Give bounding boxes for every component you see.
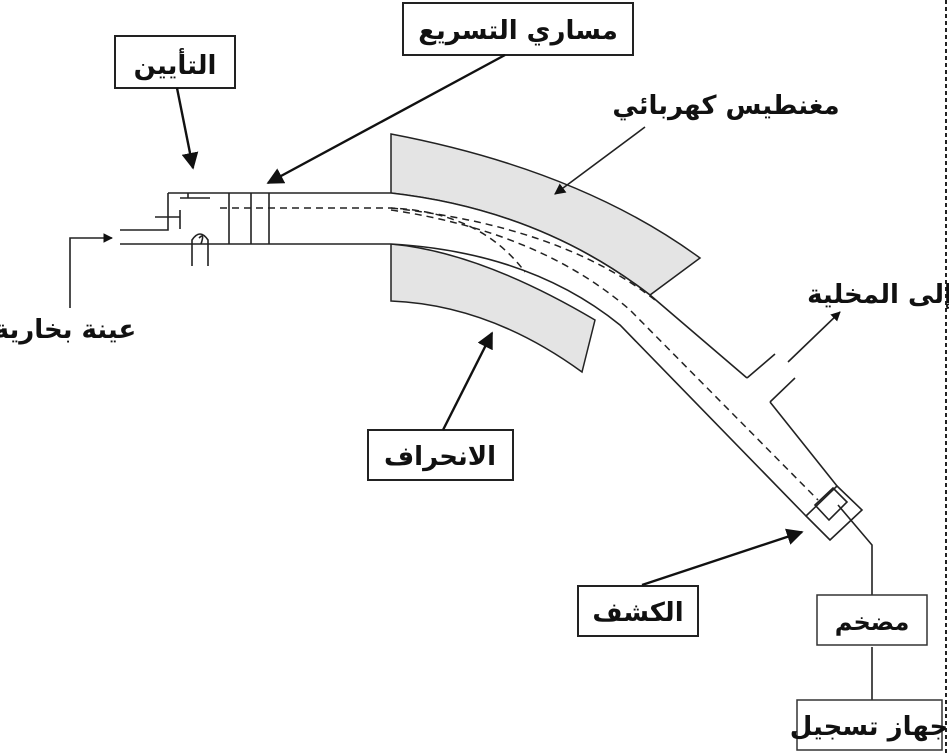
recorder-box bbox=[796, 699, 943, 751]
tube-lower-wall bbox=[120, 243, 807, 517]
electromagnet-lower-pole bbox=[390, 243, 596, 374]
ionization-pointer bbox=[175, 87, 199, 170]
sample-inlet-arrow bbox=[69, 233, 113, 308]
ion-path-main bbox=[390, 209, 819, 501]
tube-upper-wall-lower bbox=[769, 401, 838, 487]
ion-source-housing bbox=[120, 193, 210, 231]
flight-tube bbox=[120, 193, 837, 516]
ionization-label: التأيين bbox=[134, 48, 217, 81]
amplifier-label: مضخم bbox=[835, 608, 910, 636]
deflection-label-box bbox=[367, 429, 514, 481]
ion-path-medium bbox=[390, 207, 656, 301]
ionization-label-box bbox=[114, 35, 236, 89]
vapor-sample-label: عينة بخارية bbox=[0, 315, 136, 345]
detector-wire bbox=[837, 504, 873, 595]
detection-label: الكشف bbox=[592, 598, 683, 628]
vacuum-arrow bbox=[787, 311, 841, 363]
electromagnet-pointer bbox=[554, 126, 646, 195]
detection-label-box bbox=[577, 585, 699, 637]
vacuum-port bbox=[746, 353, 796, 403]
deflection-pointer bbox=[441, 331, 494, 431]
detector-housing bbox=[804, 484, 864, 542]
detection-pointer bbox=[641, 528, 804, 587]
acceleration-pointer bbox=[266, 53, 506, 185]
acceleration-label-box bbox=[402, 2, 634, 56]
recorder-label: جهاز تسجيل bbox=[790, 712, 948, 742]
to-vacuum-label: إلى المخلية bbox=[807, 280, 949, 310]
filament-icon bbox=[191, 233, 209, 266]
amplifier-box bbox=[816, 594, 928, 646]
electromagnet-label: مغنطيس كهربائي bbox=[612, 91, 839, 121]
tube-upper-wall bbox=[168, 192, 748, 379]
acceleration-label: مساري التسريع bbox=[418, 16, 618, 46]
ion-path-light bbox=[220, 207, 526, 273]
detector-inner bbox=[813, 486, 849, 522]
deflection-label: الانحراف bbox=[384, 442, 496, 472]
